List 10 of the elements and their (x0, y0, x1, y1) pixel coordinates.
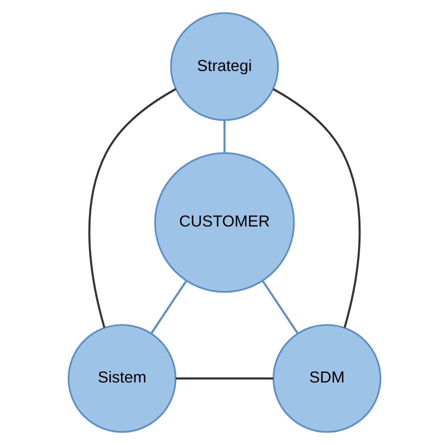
connector (222, 120, 226, 153)
node-circle: CUSTOMER (154, 152, 294, 293)
connector (175, 377, 273, 380)
connector (150, 280, 187, 334)
connector (261, 280, 298, 334)
connector (88, 88, 176, 328)
node-circle: SDM (272, 324, 381, 433)
node-circle: Strategi (170, 12, 278, 121)
node-circle: Sistem (67, 324, 176, 433)
connector (272, 88, 360, 328)
